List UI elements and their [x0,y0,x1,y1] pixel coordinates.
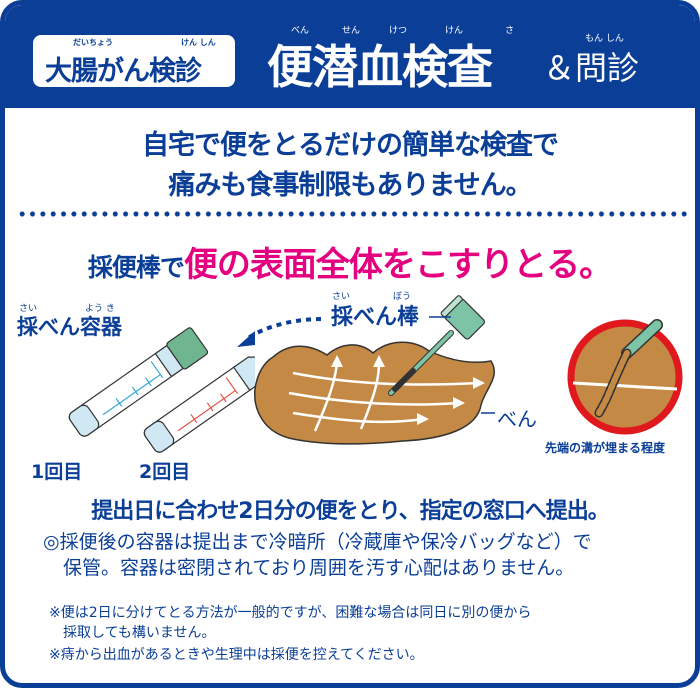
stick-ruby-left: さい [332,292,351,302]
stool-label: べん [497,407,537,431]
dotted-divider [17,211,687,217]
note-1-line-2: 採取しても構いません。 [63,625,216,641]
tip-detail-caption: 先端の溝が埋まる程度 [545,441,666,455]
suffix-ruby: もん しん [585,34,624,44]
container-label: 採べん容器 [17,315,122,339]
stick-label: 採べん棒 [331,305,420,330]
note-1-line-1: ※便は2日に分けてとる方法が一般的ですが、困難な場合は同日に別の便から [49,605,532,621]
badge-ruby-left: だいちょう [73,38,113,47]
storage-line-1: ◎採便後の容器は提出まで冷暗所（冷蔵庫や保冷バッグなど）で [43,531,592,553]
tip-detail-illustration [567,319,683,435]
instruction-headline: 採便棒で便の表面全体をこすりとる。 [5,237,695,286]
intro-line-1: 自宅で便をとるだけの簡単な検査で [142,130,559,161]
instruction-lead: 採便棒で [87,253,185,282]
second-sample-label: 2回目 [139,461,191,483]
note-2: ※痔から出血があるときや生理中は採便を控えてください。 [49,647,424,663]
header-banner: だいちょう けん しん 大腸がん検診 べん せん けつ けん さ 便潜血検査 も… [5,5,695,108]
submission-headline: 提出日に合わせ2日分の便をとり、指定の窓口へ提出。 [91,499,609,524]
storage-line-2: 保管。容器は密閉されており周囲を汚す心配はありません。 [63,557,575,579]
badge-title: 大腸がん検診 [45,56,202,87]
container-ruby-left: さい [19,304,38,314]
title-suffix: ＆問診 [543,49,640,87]
badge-ruby-right: けん しん [181,38,216,47]
title-ruby-2: せん [342,26,361,36]
title-ruby-1: べん [291,26,310,36]
title-ruby-5: さ [505,26,515,36]
instruction-emphasis: 便の表面全体をこすりとる。 [183,245,613,285]
title-ruby-4: けん [445,26,464,36]
collection-tubes-illustration [68,327,255,453]
first-sample-label: 1回目 [31,461,83,483]
container-ruby-right: よう き [85,304,115,314]
title-ruby-3: けつ [389,26,408,36]
intro-line-2: 痛みも食事制限もありません。 [168,170,532,201]
stool-sampling-illustration [237,295,495,445]
exam-badge: だいちょう けん しん 大腸がん検診 [33,35,235,87]
main-title: 便潜血検査 [267,40,493,94]
stick-ruby-right: ぼう [393,292,412,302]
